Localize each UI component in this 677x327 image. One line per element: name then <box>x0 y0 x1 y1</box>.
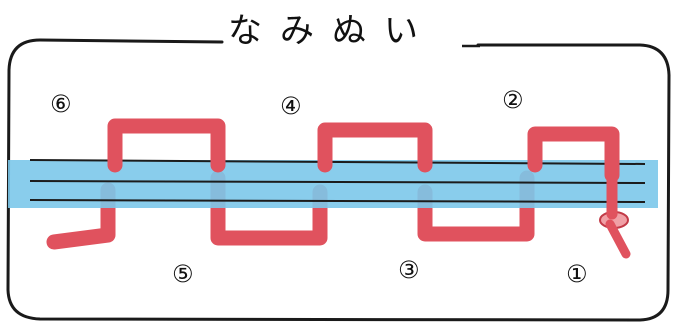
thread-over-loop-4 <box>317 122 433 173</box>
step-number-1: ① <box>566 260 588 288</box>
knot-tail <box>605 219 631 259</box>
step-number-4: ④ <box>280 92 302 120</box>
fabric-line-bottom <box>29 199 646 203</box>
thread-over-loop-2 <box>527 126 620 183</box>
thread-over-fabric <box>107 118 620 183</box>
fabric-line-middle <box>29 180 646 184</box>
step-labels: ① ② ③ ④ ⑤ ⑥ <box>50 86 588 288</box>
frame-border <box>6 38 671 322</box>
thread-knot <box>599 170 631 259</box>
fabric-layers <box>8 159 658 208</box>
step-number-3: ③ <box>398 256 420 284</box>
step-number-5: ⑤ <box>172 260 194 288</box>
step-number-6: ⑥ <box>50 90 72 118</box>
thread-over-loop-6 <box>107 118 226 173</box>
step-number-2: ② <box>502 86 524 114</box>
diagram-title: なみぬい <box>228 11 436 51</box>
